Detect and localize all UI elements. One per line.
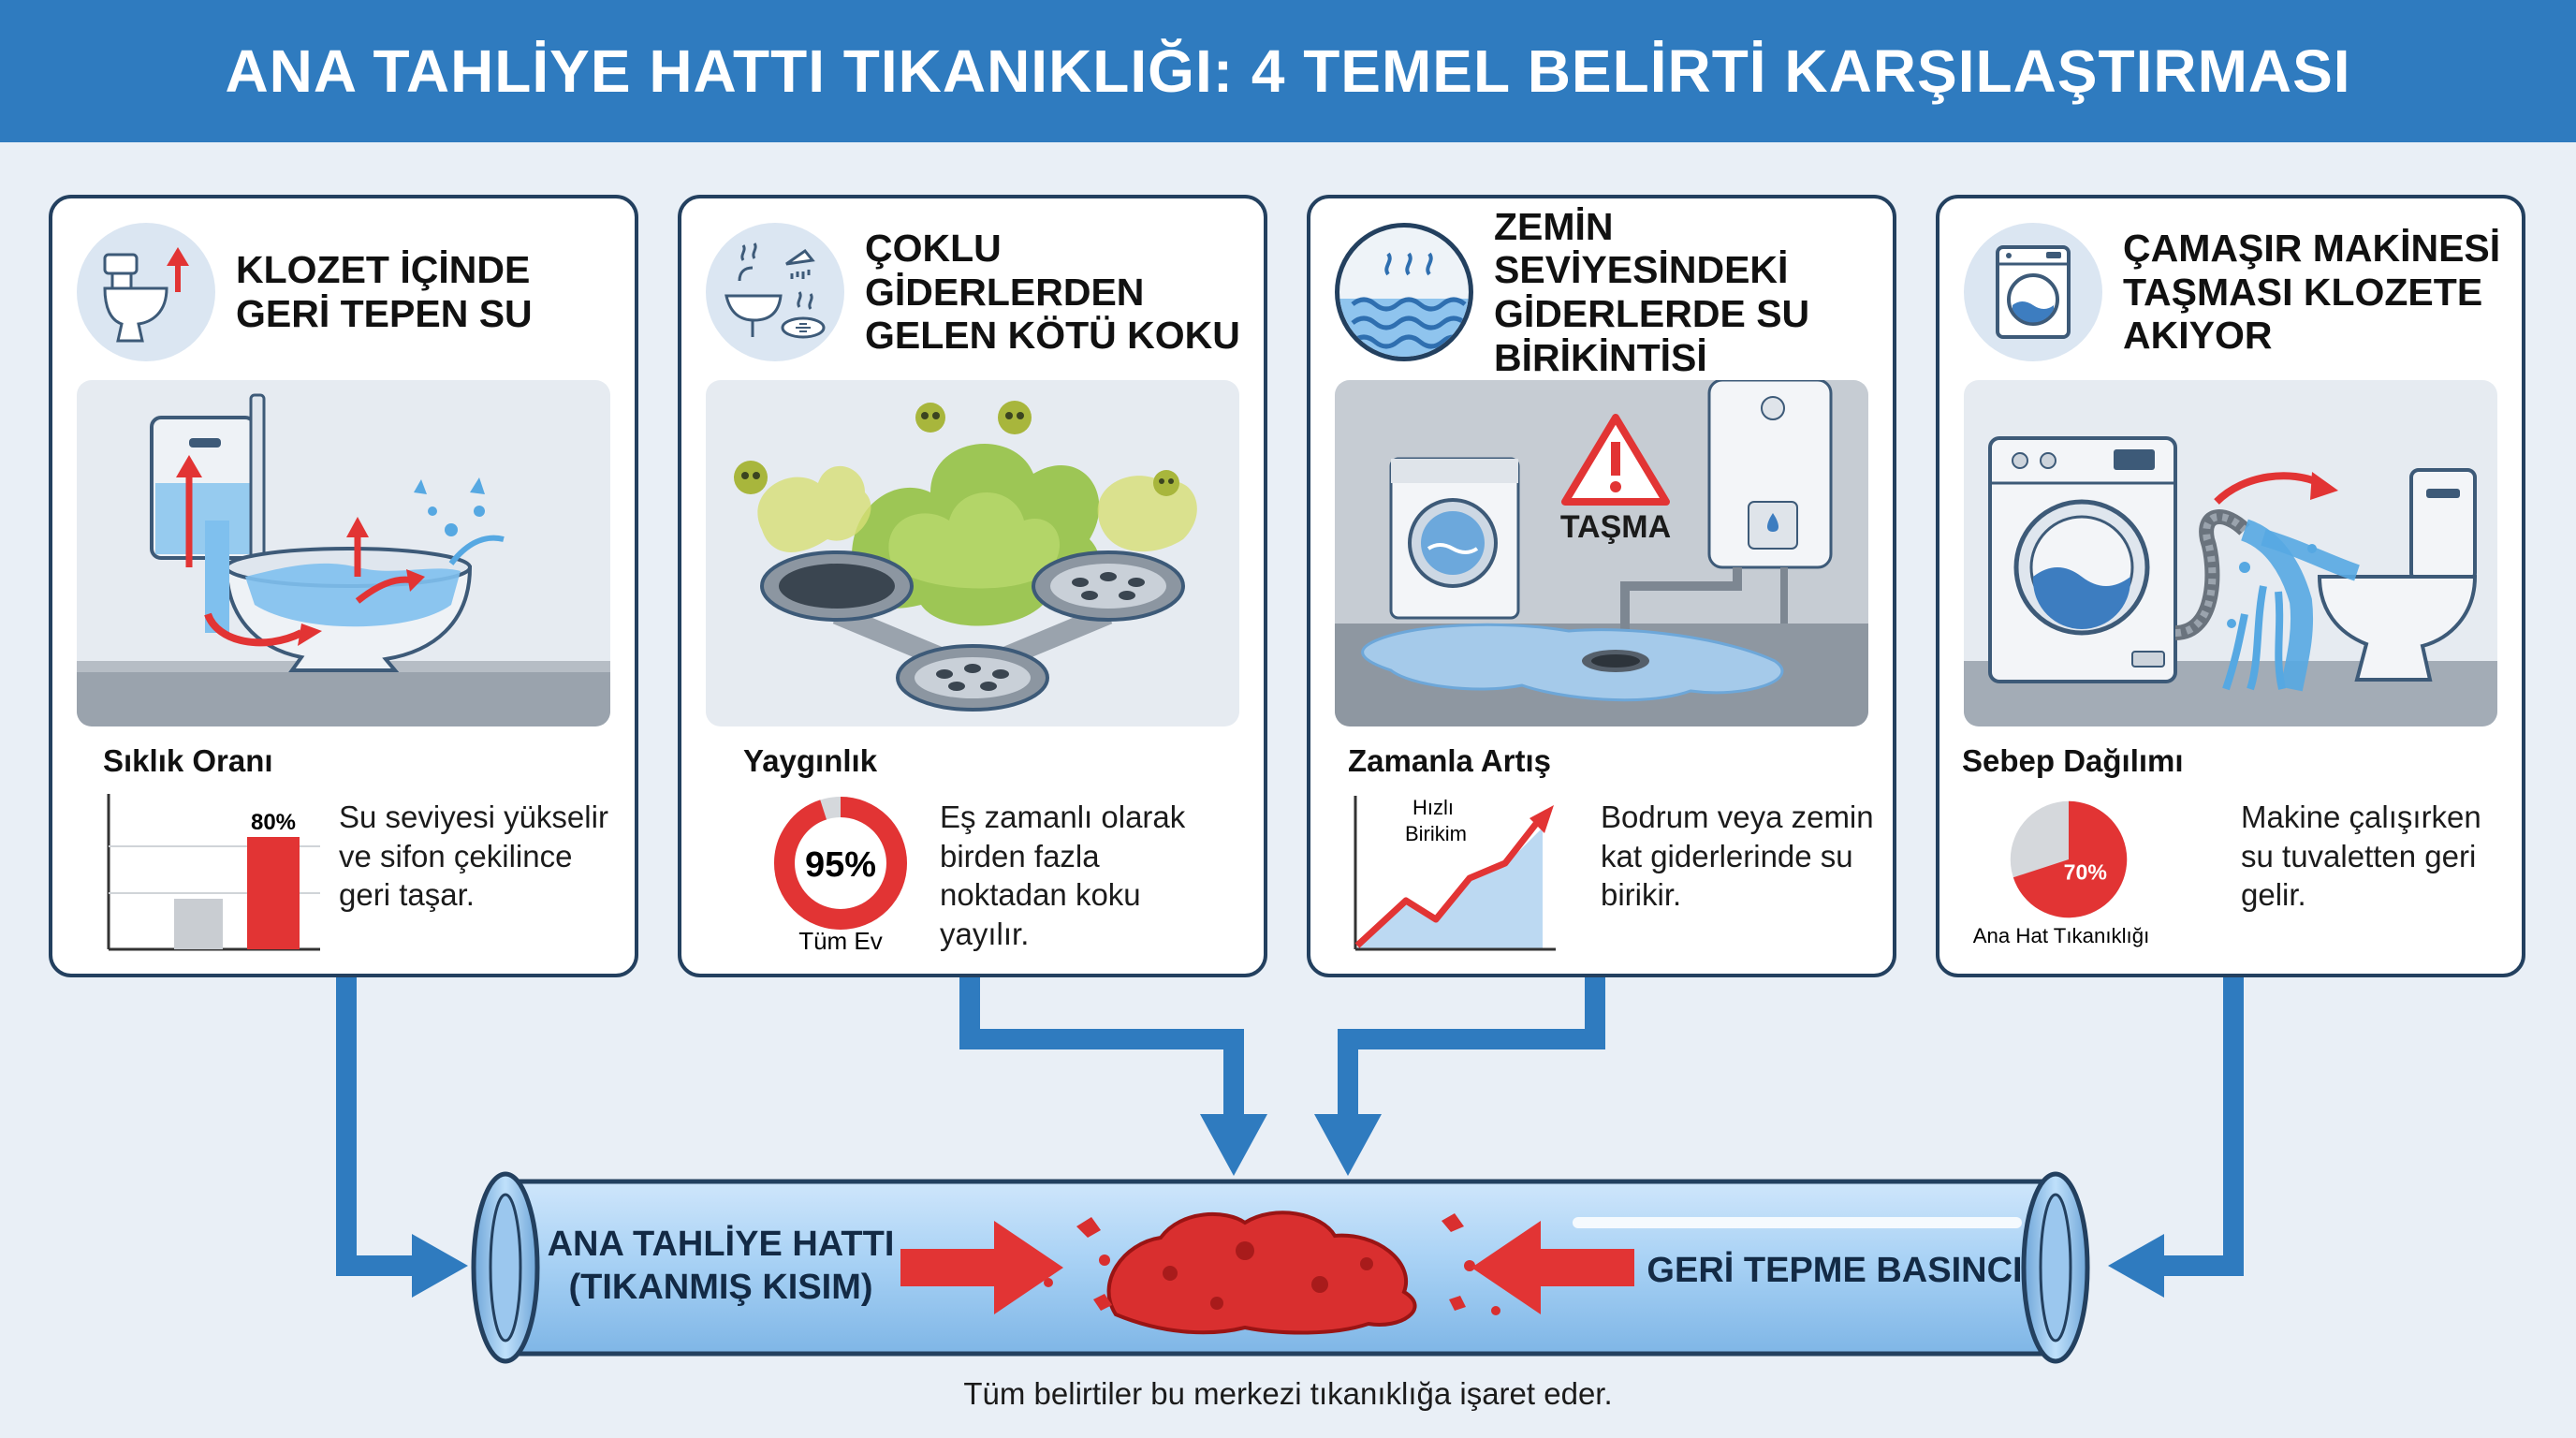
stat-label: Zamanla Artış bbox=[1348, 743, 1552, 778]
arrow-card2-to-pipe bbox=[959, 977, 1244, 1114]
footer-note: Tüm belirtiler bu merkezi tıkanıklığa iş… bbox=[963, 1376, 1613, 1411]
card-description: Su seviyesi yükselir ve sifon çekilince … bbox=[339, 800, 608, 913]
pie-caption: Ana Hat Tıkanıklığı bbox=[1973, 924, 2150, 947]
prevalence-donut-chart: 95% Tüm Ev bbox=[728, 790, 907, 959]
toilet-backflow-icon bbox=[77, 223, 215, 361]
stat-label: Sıklık Oranı bbox=[103, 743, 273, 778]
blockage-clot bbox=[1044, 1211, 1500, 1335]
donut-value: 95% bbox=[805, 845, 876, 885]
toilet-backflow-illustration bbox=[77, 380, 610, 726]
drains-odor-illustration bbox=[706, 380, 1239, 726]
page-title: ANA TAHLİYE HATTI TIKANIKLIĞI: 4 TEMEL B… bbox=[225, 37, 2351, 105]
annotation-line-1: Hızlı bbox=[1412, 796, 1454, 819]
drains-odor-icon bbox=[706, 223, 844, 361]
washer-overflow-illustration bbox=[1964, 380, 2497, 726]
stat-label: Sebep Dağılımı bbox=[1962, 743, 2184, 778]
symptom-card-floor-drain: ZEMİN SEVİYESİNDEKİ GİDERLERDE SU BİRİKİ… bbox=[1307, 195, 1896, 977]
arrow-card4-to-pipe bbox=[2144, 977, 2244, 1276]
symptom-card-toilet: KLOZET İÇİNDE GERİ TEPEN SU bbox=[49, 195, 638, 977]
card-title: KLOZET İÇİNDE GERİ TEPEN SU bbox=[236, 248, 533, 335]
pie-slice-main-line bbox=[2012, 800, 2128, 918]
cause-pie-chart: 70% Ana Hat Tıkanıklığı bbox=[1949, 790, 2202, 959]
arrow-card1-to-pipe bbox=[336, 977, 440, 1276]
water-waves-icon bbox=[1335, 223, 1473, 361]
washing-machine-icon bbox=[1964, 223, 2102, 361]
donut-arc bbox=[774, 797, 907, 930]
card-description: Eş zamanlı olarak birden fazla noktadan … bbox=[940, 800, 1186, 951]
floor-drain-illustration: TAŞMA bbox=[1335, 380, 1868, 726]
header-banner: ANA TAHLİYE HATTI TIKANIKLIĞI: 4 TEMEL B… bbox=[0, 0, 2576, 142]
donut-caption: Tüm Ev bbox=[798, 927, 883, 955]
card-title: ÇAMAŞIR MAKİNESİ TAŞMASI KLOZETE AKIYOR bbox=[2123, 226, 2501, 358]
card-title: ZEMİN SEVİYESİNDEKİ GİDERLERDE SU BİRİKİ… bbox=[1494, 204, 1810, 379]
card-description: Makine çalışırken su tuvaletten geri gel… bbox=[2241, 800, 2481, 913]
bar-frequency-label: 80% bbox=[251, 810, 296, 835]
bar-baseline bbox=[174, 899, 223, 949]
svg-text:Hızlı Birikim: Hızlı Birikim bbox=[1405, 796, 1467, 845]
arrow-card3-to-pipe bbox=[1338, 977, 1605, 1114]
pressure-arrows bbox=[900, 1221, 1634, 1314]
symptom-card-odor: ÇOKLU GİDERLERDEN GELEN KÖTÜ KOKU bbox=[678, 195, 1267, 977]
bar-frequency bbox=[247, 837, 300, 949]
pipe-left-label: ANA TAHLİYE HATTI (TIKANMIŞ KISIM) bbox=[547, 1225, 895, 1308]
symptom-card-washing-machine: ÇAMAŞIR MAKİNESİ TAŞMASI KLOZETE AKIYOR bbox=[1936, 195, 2525, 977]
frequency-bar-chart: 80% bbox=[99, 790, 324, 959]
pipe-right-label: GERİ TEPME BASINCI bbox=[1647, 1251, 2023, 1290]
stat-label: Yaygınlık bbox=[743, 743, 878, 778]
growth-line-chart: Hızlı Birikim bbox=[1346, 790, 1571, 959]
overflow-label: TAŞMA bbox=[1560, 509, 1671, 545]
pie-value: 70% bbox=[2064, 859, 2107, 884]
card-title: ÇOKLU GİDERLERDEN GELEN KÖTÜ KOKU bbox=[865, 226, 1240, 358]
annotation-line-2: Birikim bbox=[1405, 822, 1467, 845]
card-description: Bodrum veya zemin kat giderlerinde su bi… bbox=[1601, 800, 1874, 913]
